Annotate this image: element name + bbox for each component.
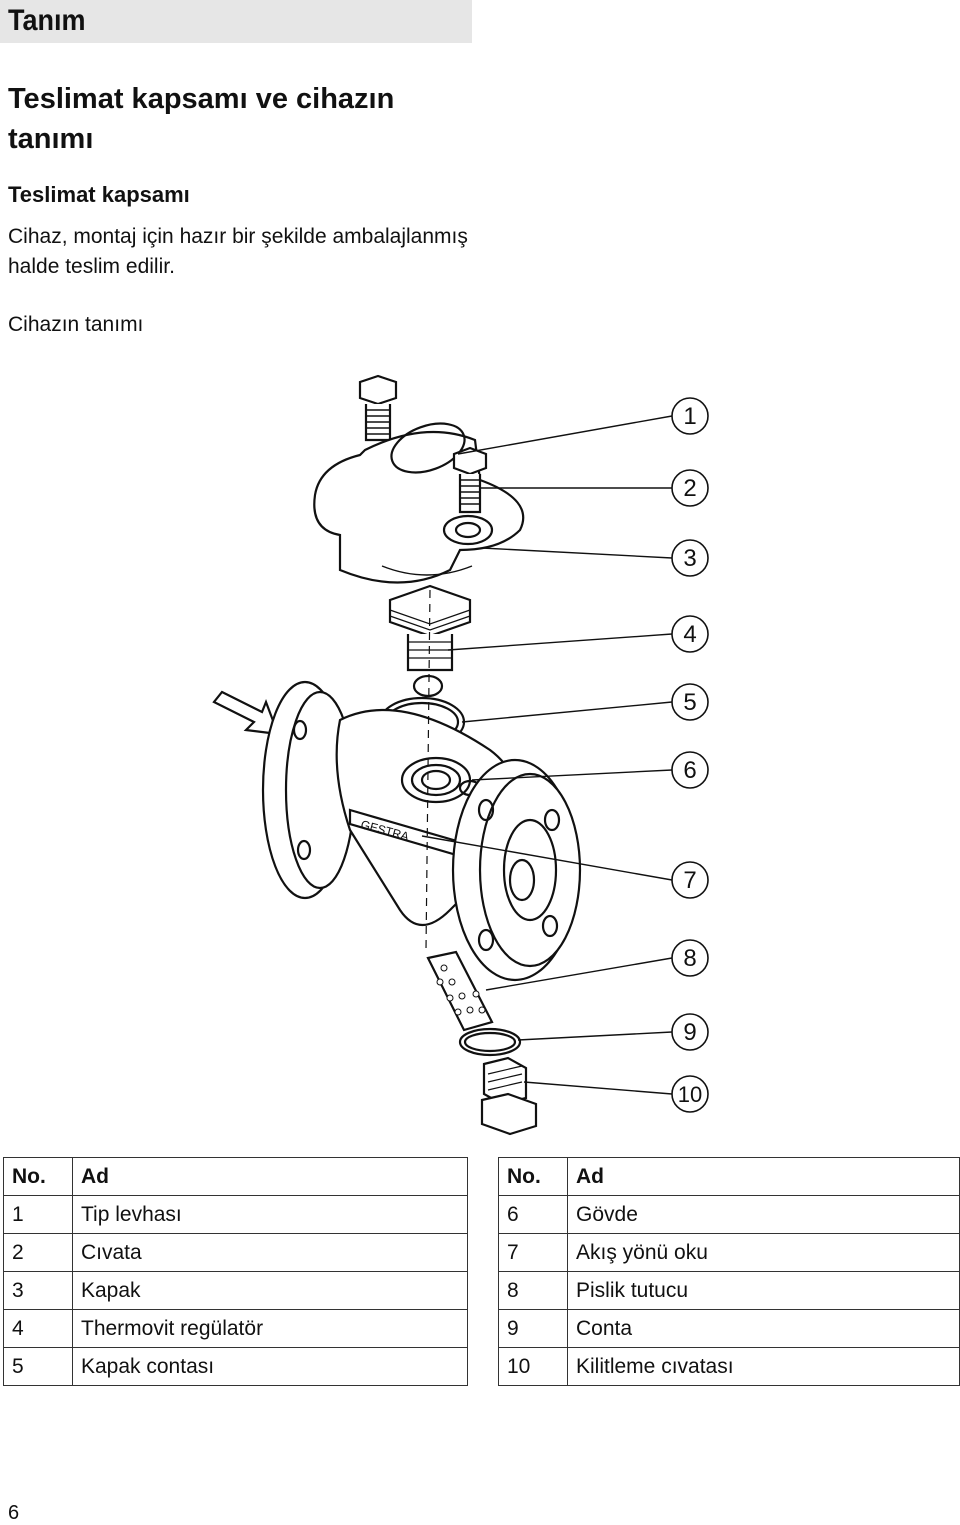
svg-text:5: 5 <box>683 689 696 716</box>
callout-2: 2 <box>671 469 709 507</box>
part-name: Akış yönü oku <box>567 1233 960 1272</box>
body-right-flange <box>451 758 582 982</box>
gasket <box>458 1027 522 1057</box>
svg-text:2: 2 <box>683 475 696 502</box>
callout-7: 7 <box>671 861 709 899</box>
bolt-left <box>358 374 398 442</box>
part-no: 10 <box>498 1347 568 1386</box>
strainer <box>426 950 494 1032</box>
column-header-name: Ad <box>72 1157 468 1196</box>
part-no: 3 <box>3 1271 73 1310</box>
part-no: 7 <box>498 1233 568 1272</box>
table-header-row: No. Ad <box>3 1157 468 1196</box>
part-no: 2 <box>3 1233 73 1272</box>
flow-arrow <box>212 690 280 736</box>
leader-lines <box>421 415 673 1095</box>
svg-text:1: 1 <box>683 403 696 430</box>
part-no: 6 <box>498 1195 568 1234</box>
part-name: Thermovit regülatör <box>72 1309 468 1348</box>
section-title: Teslimat kapsamı ve cihazın tanımı <box>8 83 395 155</box>
part-name: Kapak <box>72 1271 468 1310</box>
svg-text:8: 8 <box>683 945 696 972</box>
table-header-row: No. Ad <box>498 1157 960 1196</box>
callout-4: 4 <box>671 615 709 653</box>
part-no: 8 <box>498 1271 568 1310</box>
part-name: Pislik tutucu <box>567 1271 960 1310</box>
callouts: 1 2 3 4 5 6 7 8 9 10 <box>671 397 709 1113</box>
column-header-name: Ad <box>567 1157 960 1196</box>
callout-9: 9 <box>671 1013 709 1051</box>
part-no: 1 <box>3 1195 73 1234</box>
page-header: Tanım <box>0 0 472 43</box>
delivery-title: Teslimat kapsamı <box>8 182 190 207</box>
page-number: 6 <box>8 1502 20 1524</box>
svg-text:6: 6 <box>683 757 696 784</box>
header-title: Tanım <box>8 4 86 37</box>
svg-text:10: 10 <box>678 1082 702 1107</box>
part-name: Gövde <box>567 1195 960 1234</box>
part-name: Kilitleme cıvatası <box>567 1347 960 1386</box>
description-title: Cihazın tanımı <box>8 313 144 336</box>
bolt-right <box>452 446 488 514</box>
exploded-view-diagram: GESTRA <box>212 374 709 1136</box>
part-name: Conta <box>567 1309 960 1348</box>
delivery-text: Cihaz, montaj için hazır bir şekilde amb… <box>8 225 468 278</box>
callout-5: 5 <box>671 683 709 721</box>
column-header-no: No. <box>3 1157 73 1196</box>
callout-8: 8 <box>671 939 709 977</box>
part-name: Kapak contası <box>72 1347 468 1386</box>
callout-1: 1 <box>671 397 709 435</box>
svg-text:7: 7 <box>683 867 696 894</box>
thermovit-regulator <box>388 584 472 698</box>
cover <box>313 422 525 584</box>
locking-bolt <box>480 1056 538 1136</box>
callout-6: 6 <box>671 751 709 789</box>
part-name: Tip levhası <box>72 1195 468 1234</box>
svg-text:9: 9 <box>683 1019 696 1046</box>
center-line <box>425 589 431 951</box>
callout-3: 3 <box>671 539 709 577</box>
svg-text:3: 3 <box>683 545 696 572</box>
column-header-no: No. <box>498 1157 568 1196</box>
part-name: Cıvata <box>72 1233 468 1272</box>
part-no: 4 <box>3 1309 73 1348</box>
part-no: 9 <box>498 1309 568 1348</box>
callout-10: 10 <box>671 1075 709 1113</box>
svg-text:4: 4 <box>683 621 696 648</box>
part-no: 5 <box>3 1347 73 1386</box>
